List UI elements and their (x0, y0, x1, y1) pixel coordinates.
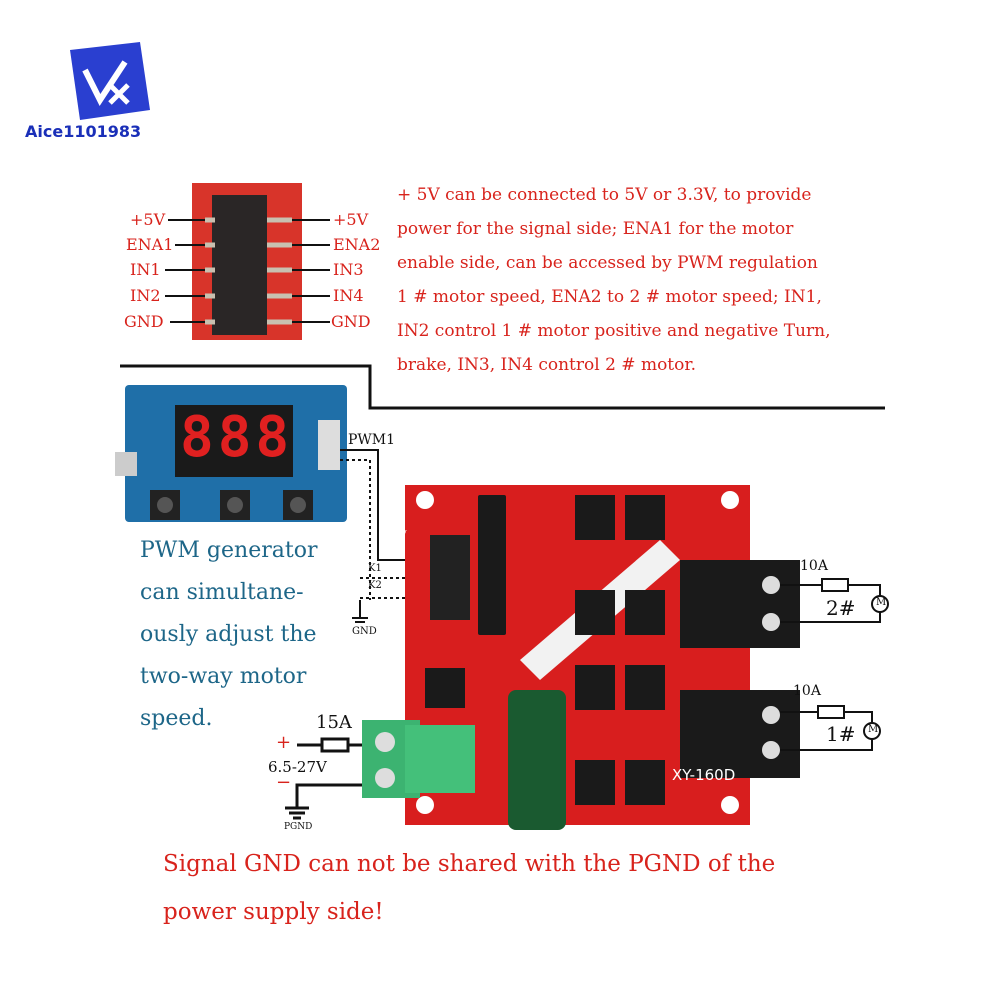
description-line: power for the signal side; ENA1 for the … (397, 219, 794, 239)
pwm-note: PWM generator can simultane- ously adjus… (140, 530, 317, 740)
pwm-note-line: speed. (140, 706, 213, 731)
pin-label-in3: IN3 (333, 260, 364, 279)
header-pin-photo (165, 183, 330, 340)
pin-label-in2: IN2 (130, 286, 161, 305)
motor-1-label: 1# (826, 722, 856, 746)
fuse-10a-label-1: 10A (793, 683, 821, 699)
fuse-15a-label: 15A (316, 712, 352, 733)
minus-sign: − (276, 772, 292, 793)
warning-text: Signal GND can not be shared with the PG… (163, 840, 775, 936)
description-line: + 5V can be connected to 5V or 3.3V, to … (397, 185, 812, 205)
logo-text: Aice1101983 (25, 122, 142, 141)
board-model-label: XY-160D (672, 766, 736, 784)
pwm-note-line: ously adjust the (140, 622, 317, 647)
pin-label-ena1: ENA1 (126, 235, 174, 254)
motor-2-symbol: M (876, 597, 887, 608)
fuse-10a-label-2: 10A (800, 558, 828, 574)
pwm1-label: PWM1 (348, 432, 396, 448)
voltage-label: 6.5-27V (268, 758, 327, 776)
pin-label-right-gnd: GND (331, 312, 371, 331)
display-digits: 888 (180, 405, 294, 470)
description-text: + 5V can be connected to 5V or 3.3V, to … (397, 178, 830, 382)
pin-label-left-gnd: GND (124, 312, 164, 331)
gnd-label: GND (352, 626, 377, 637)
5v-label: 5V (393, 530, 407, 541)
pin-label-right-5v: +5V (333, 210, 369, 229)
warning-line: power supply side! (163, 899, 384, 925)
pgnd-label: PGND (284, 822, 313, 832)
pwm-note-line: PWM generator (140, 538, 318, 563)
motor-driver-board (362, 485, 800, 830)
signal-wires (340, 449, 430, 623)
pwm-note-line: can simultane- (140, 580, 304, 605)
power-wires (285, 737, 362, 820)
description-line: brake, IN3, IN4 control 2 # motor. (397, 355, 697, 375)
warning-line: Signal GND can not be shared with the PG… (163, 851, 776, 877)
pwm-generator-module (115, 385, 347, 522)
plus-sign: + (276, 732, 292, 753)
logo-icon (70, 42, 150, 120)
motor-wires (780, 578, 889, 751)
k2-label: K2 (368, 580, 382, 591)
motor-1-symbol: M (868, 724, 879, 735)
separator-line (120, 364, 885, 410)
description-line: enable side, can be accessed by PWM regu… (397, 253, 818, 273)
pin-label-left-5v: +5V (130, 210, 166, 229)
k1-label: K1 (368, 563, 382, 574)
pwm-note-line: two-way motor (140, 664, 307, 689)
description-line: 1 # motor speed, ENA2 to 2 # motor speed… (397, 287, 822, 307)
pin-label-ena2: ENA2 (333, 235, 381, 254)
description-line: IN2 control 1 # motor positive and negat… (397, 321, 831, 341)
motor-2-label: 2# (826, 596, 856, 620)
pin-label-in1: IN1 (130, 260, 161, 279)
pin-label-in4: IN4 (333, 286, 364, 305)
